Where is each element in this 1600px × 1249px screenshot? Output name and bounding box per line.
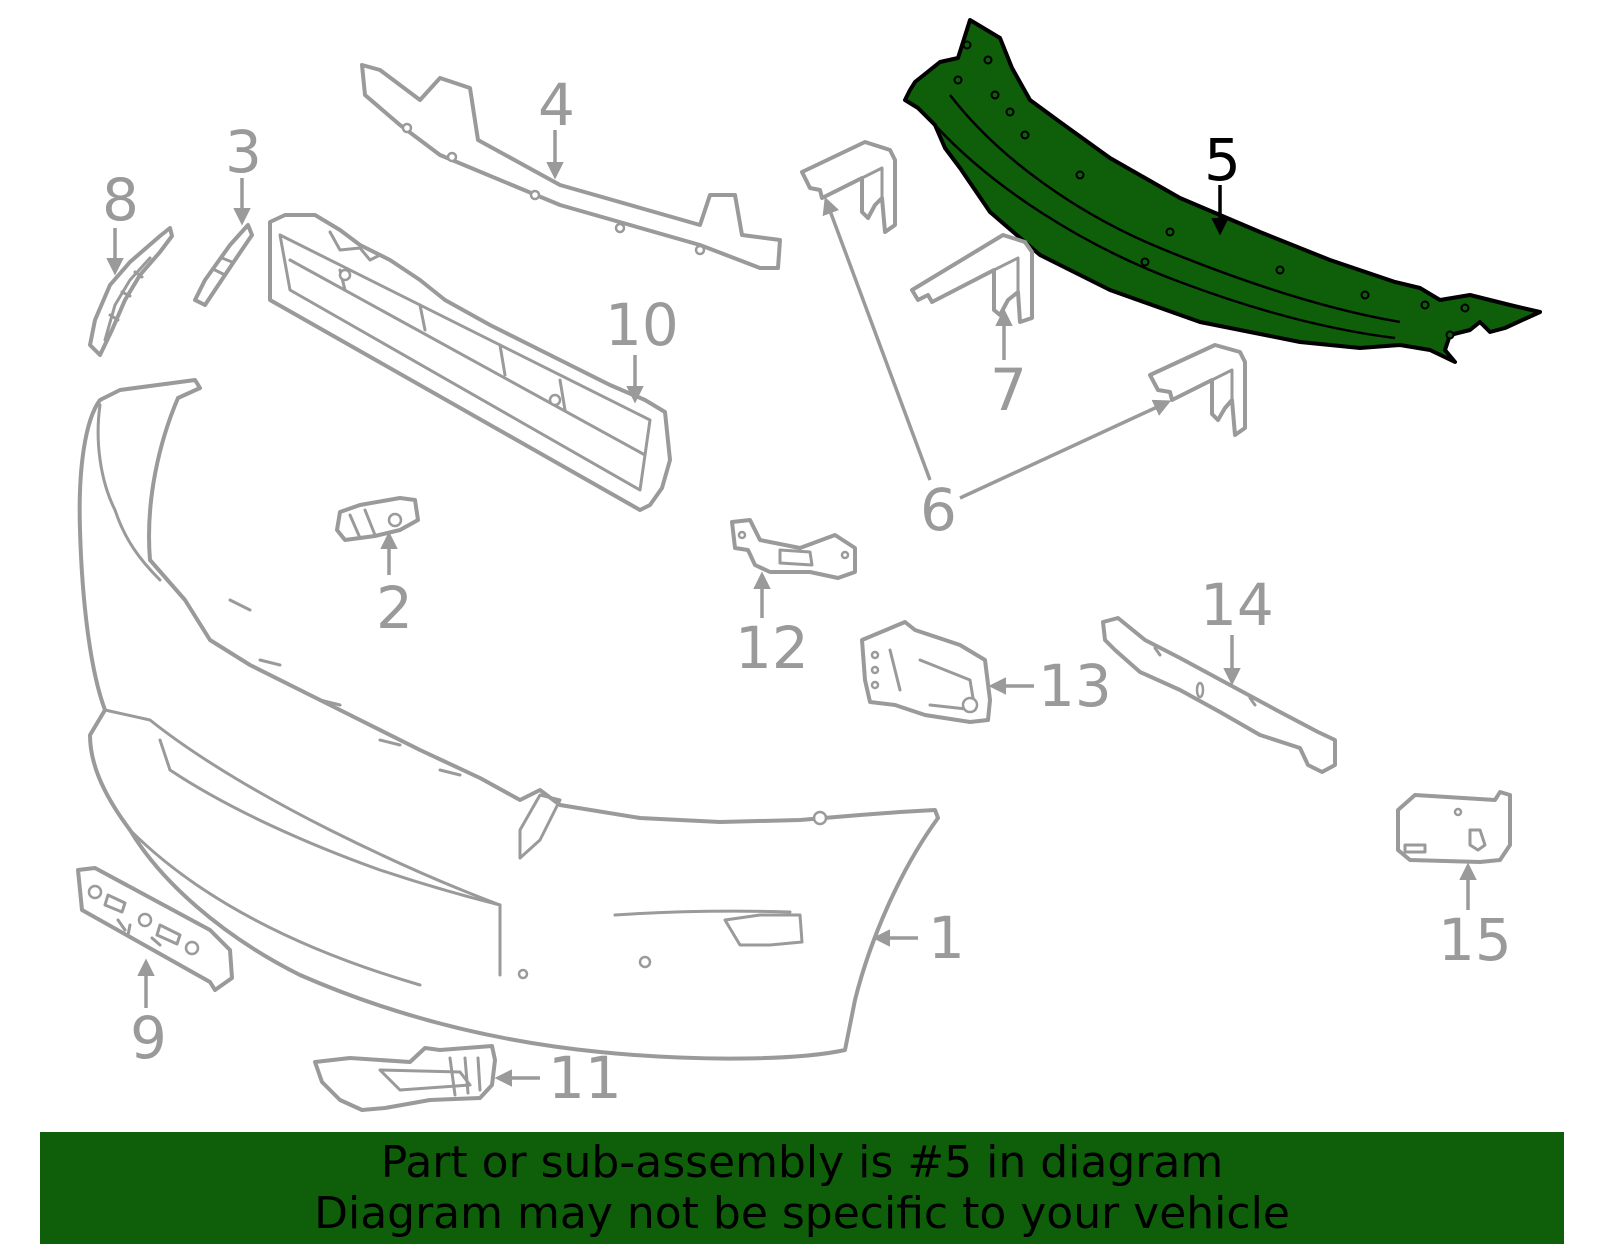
leader-6b — [959, 399, 1172, 500]
part-13-bracket — [860, 620, 992, 724]
callout-5: 5 — [1204, 126, 1241, 194]
leader-lines — [106, 130, 1477, 1087]
callout-13: 13 — [1038, 652, 1112, 720]
callout-labels: 1 2 3 4 5 6 7 8 9 10 11 12 13 14 15 — [102, 71, 1512, 1112]
part-15-bracket — [1396, 790, 1512, 864]
part-14-absorber — [1101, 616, 1337, 774]
callout-14: 14 — [1200, 571, 1274, 639]
part-11-fog-lamp-bezel — [313, 1044, 497, 1112]
callout-11: 11 — [548, 1044, 622, 1112]
part-9-plate — [76, 866, 234, 992]
callout-7: 7 — [990, 356, 1027, 424]
part-7-bracket — [910, 233, 1034, 324]
callout-8: 8 — [102, 166, 139, 234]
leader-6a — [822, 196, 932, 481]
part-4-upper-reinforcement — [360, 63, 782, 270]
banner-line-2: Diagram may not be specific to your vehi… — [314, 1188, 1290, 1239]
part-8-side-bracket — [88, 226, 174, 357]
info-banner: Part or sub-assembly is #5 in diagram Di… — [40, 1132, 1564, 1244]
part-3-bracket — [193, 223, 254, 307]
callout-2: 2 — [376, 574, 413, 642]
callout-6: 6 — [920, 476, 957, 544]
part-2-clip — [335, 496, 420, 542]
banner-line-1: Part or sub-assembly is #5 in diagram — [380, 1137, 1224, 1188]
callout-3: 3 — [225, 118, 262, 186]
callout-15: 15 — [1438, 906, 1512, 974]
part-12-bracket — [730, 518, 857, 580]
callout-4: 4 — [538, 71, 575, 139]
part-10-grille — [268, 213, 672, 512]
callout-9: 9 — [130, 1004, 167, 1072]
part-1-bumper-cover — [77, 378, 940, 1061]
callout-12: 12 — [735, 614, 809, 682]
callout-1: 1 — [928, 904, 965, 972]
part-6-bracket-upper — [800, 140, 897, 234]
part-5-reinforcement-beam — [903, 18, 1542, 364]
callout-10: 10 — [605, 291, 679, 359]
part-6-bracket-lower — [1148, 343, 1247, 437]
